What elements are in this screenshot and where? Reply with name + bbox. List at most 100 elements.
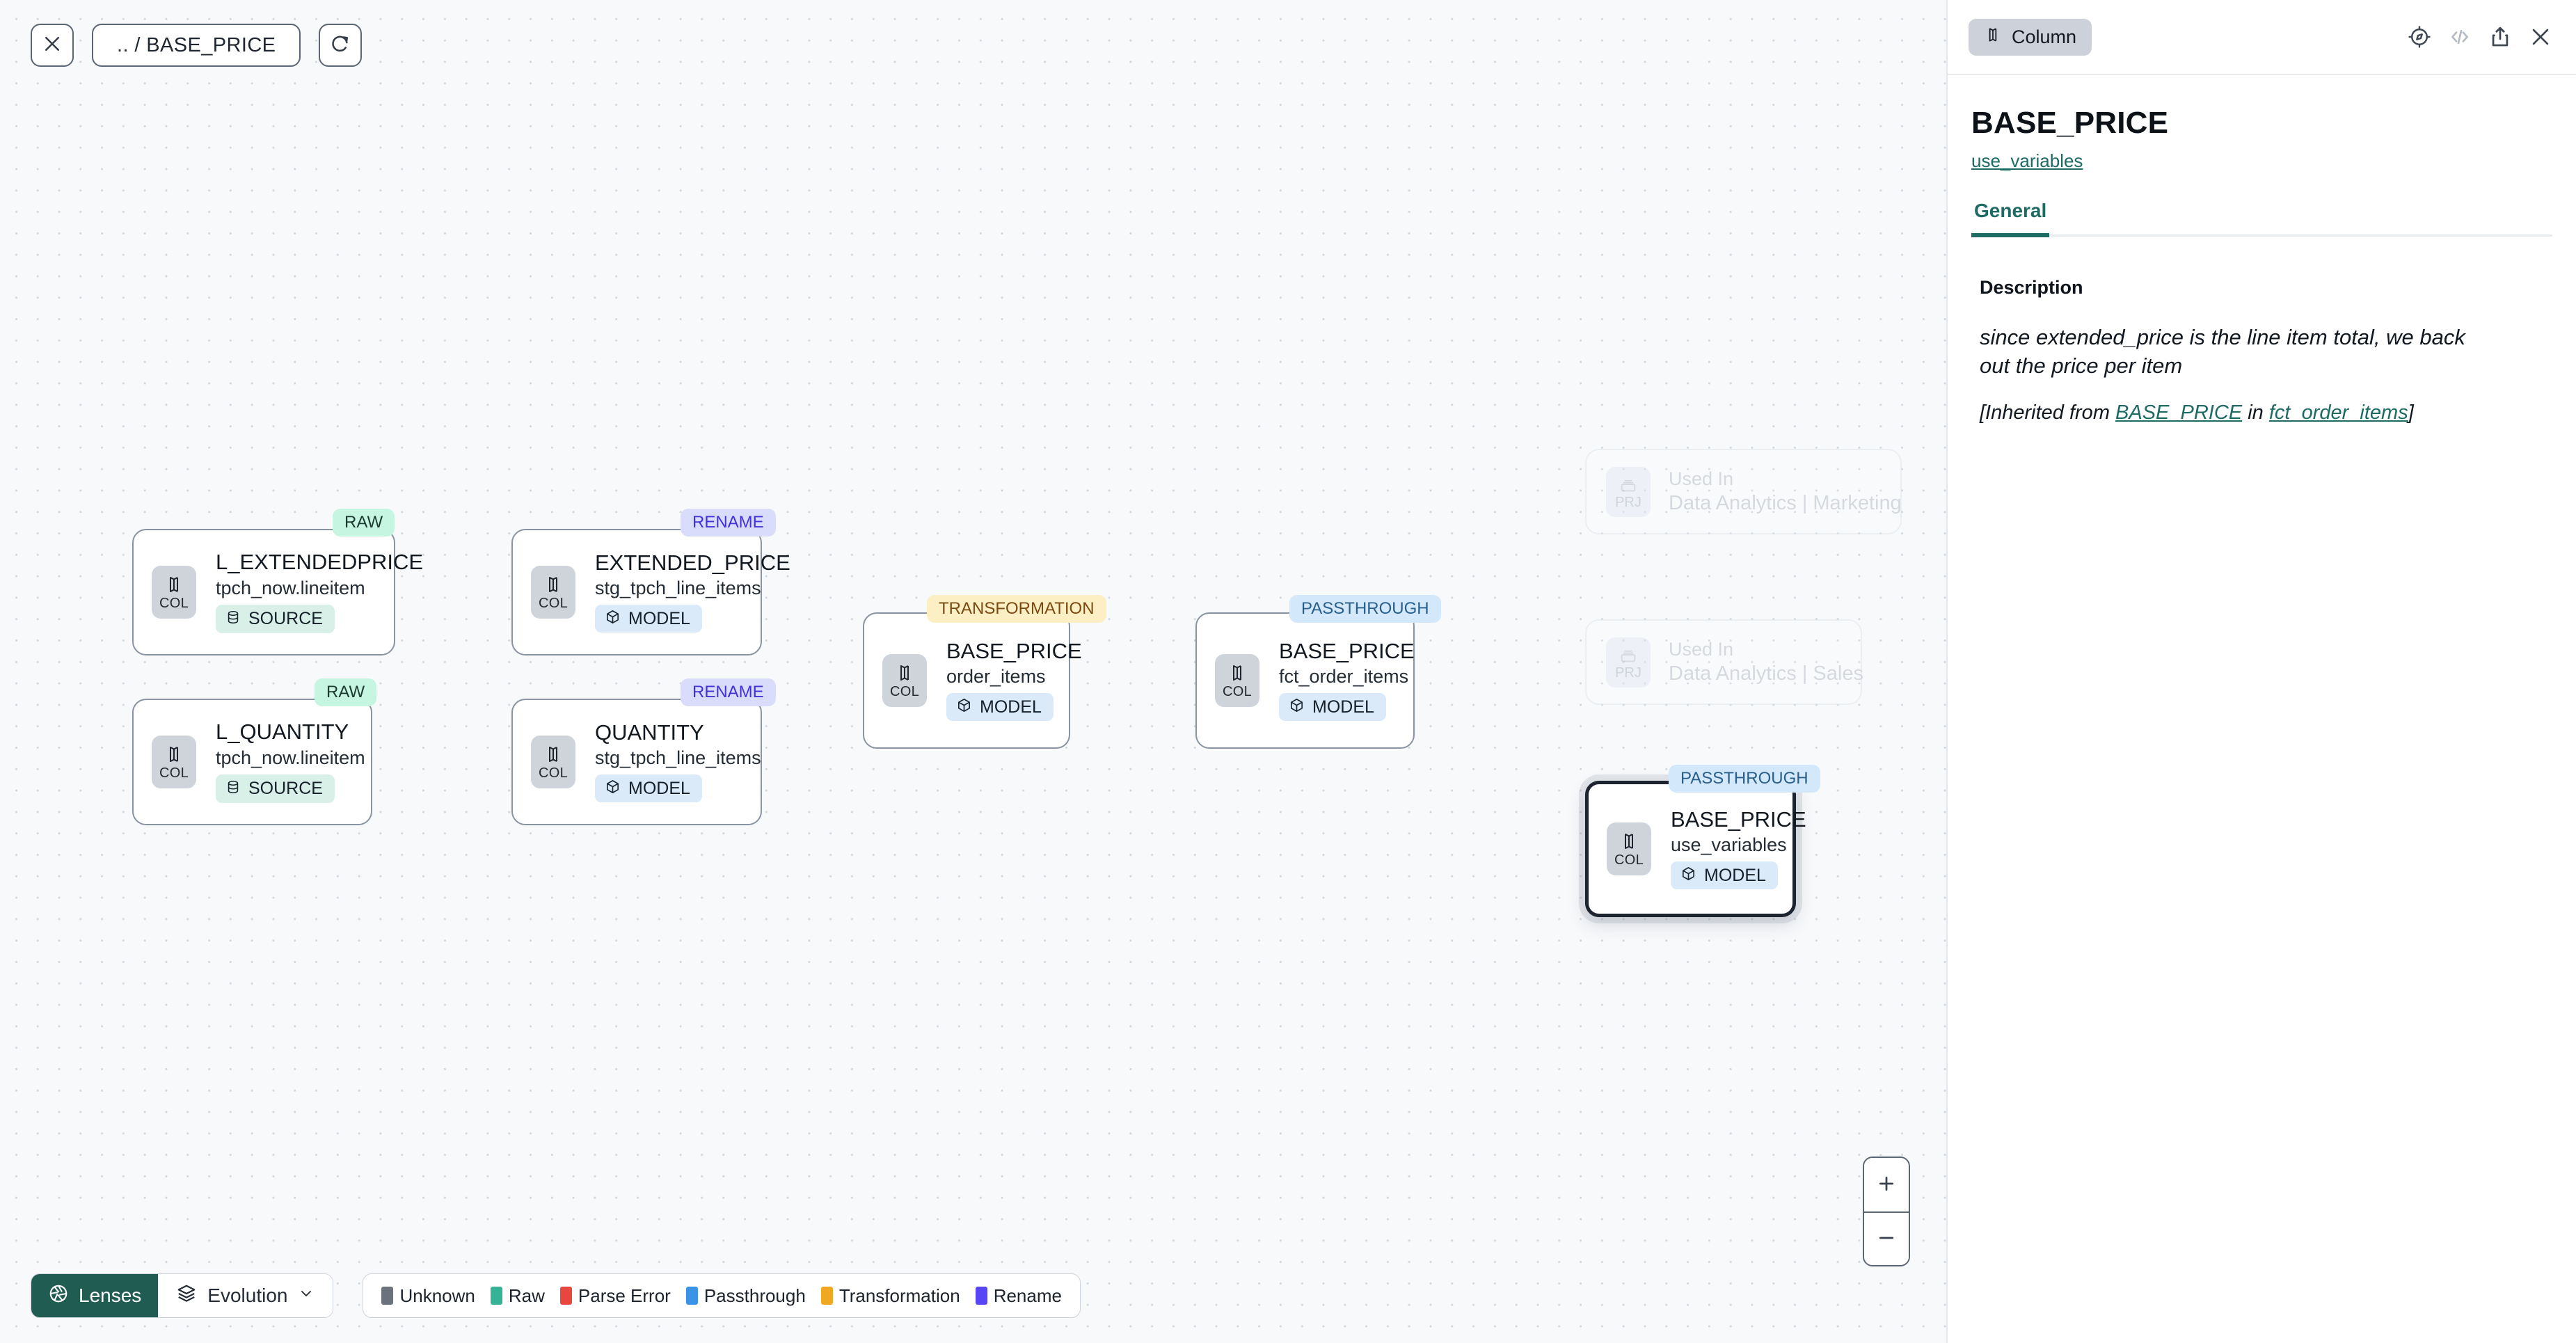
lineage-node-l-extendedprice[interactable]: COL L_EXTENDEDPRICE tpch_now.lineitem SO… [132, 529, 423, 655]
node-kind-label: SOURCE [248, 608, 323, 628]
lineage-node-base-price-use-variables-selected[interactable]: COL BASE_PRICE use_variables MODEL [1585, 781, 1806, 917]
chevron-down-icon [298, 1285, 315, 1307]
lineage-node-extended-price[interactable]: COL EXTENDED_PRICE stg_tpch_line_items M… [511, 529, 790, 655]
node-badge-passthrough: PASSTHROUGH [1669, 765, 1820, 793]
refresh-icon [330, 33, 351, 58]
project-icon: PRJ [1606, 466, 1651, 517]
legend-swatch [559, 1287, 572, 1305]
breadcrumb-path-button[interactable]: .. / BASE_PRICE [92, 24, 301, 67]
node-subtitle: tpch_now.lineitem [216, 747, 365, 768]
node-badge-transformation: TRANSFORMATION [927, 595, 1106, 623]
plus-icon [1876, 1173, 1897, 1196]
close-icon[interactable] [2529, 25, 2552, 49]
column-icon-label: COL [159, 765, 189, 781]
node-badge-raw: RAW [315, 678, 377, 706]
node-subtitle: stg_tpch_line_items [595, 747, 761, 769]
inherited-suffix: ] [2408, 401, 2414, 424]
node-text: EXTENDED_PRICE stg_tpch_line_items MODEL [595, 551, 790, 633]
lenses-button[interactable]: Lenses [31, 1274, 159, 1317]
node-badge-rename: RENAME [681, 678, 776, 706]
lenses-control-group: Lenses Evolution [31, 1273, 334, 1318]
node-title: QUANTITY [595, 720, 704, 745]
node-text: BASE_PRICE use_variables MODEL [1671, 806, 1806, 890]
column-icon-label: COL [538, 596, 569, 611]
canvas-bottom-toolbar: Lenses Evolution Unknown [31, 1273, 1081, 1318]
side-panel-tabs: General [1971, 200, 2552, 237]
inherited-model-link[interactable]: fct_order_items [2268, 401, 2408, 424]
used-in-card-text: Used In Data Analytics | Marketing [1669, 470, 1902, 514]
legend-label: Parse Error [578, 1285, 671, 1306]
aperture-icon [48, 1283, 69, 1309]
project-icon: PRJ [1606, 637, 1651, 688]
legend-label: Rename [993, 1285, 1062, 1306]
node-kind-label: MODEL [628, 608, 690, 628]
database-icon [225, 779, 241, 799]
code-brackets-icon[interactable] [2448, 25, 2472, 49]
column-icon: COL [1607, 823, 1651, 875]
legend-label: Passthrough [703, 1285, 806, 1306]
lineage-node-quantity[interactable]: COL QUANTITY stg_tpch_line_items MODEL [511, 699, 762, 825]
node-subtitle: fct_order_items [1279, 666, 1409, 688]
column-icon-label: COL [159, 596, 189, 611]
description-label: Description [1980, 277, 2083, 298]
inherited-column-link[interactable]: BASE_PRICE [2115, 401, 2243, 424]
node-text: QUANTITY stg_tpch_line_items MODEL [595, 720, 761, 803]
inherited-note: [Inherited from BASE_PRICE in fct_order_… [1948, 381, 2576, 427]
refresh-button[interactable] [319, 24, 363, 67]
column-icon: COL [531, 566, 575, 619]
evolution-dropdown-button[interactable]: Evolution [158, 1274, 333, 1317]
close-button[interactable] [31, 24, 74, 67]
column-icon-label: COL [889, 684, 920, 699]
side-panel-header: Column [1948, 0, 2576, 75]
zoom-in-button[interactable] [1864, 1158, 1909, 1211]
zoom-out-button[interactable] [1864, 1211, 1909, 1265]
entity-type-pill[interactable]: Column [1969, 18, 2092, 56]
lineage-node-base-price-order-items[interactable]: COL BASE_PRICE order_items MODEL [863, 612, 1082, 749]
share-icon[interactable] [2488, 25, 2512, 49]
column-icon: COL [1215, 654, 1259, 707]
breadcrumb-label: .. / BASE_PRICE [117, 33, 276, 56]
node-kind-tag: SOURCE [216, 774, 335, 803]
node-kind-label: MODEL [1312, 697, 1374, 717]
compass-icon[interactable] [2408, 25, 2431, 49]
legend-label: Transformation [838, 1285, 960, 1306]
badge-label: RAW [326, 683, 365, 701]
minus-icon [1876, 1227, 1897, 1250]
used-in-card-text: Used In Data Analytics | Sales [1669, 640, 1863, 684]
cube-icon [605, 779, 621, 798]
used-in-card[interactable]: PRJ Used In Data Analytics | Marketing [1585, 449, 1902, 534]
legend-label: Raw [508, 1285, 545, 1306]
node-kind-label: MODEL [980, 697, 1042, 717]
legend-item-parse-error: Parse Error [559, 1285, 671, 1307]
legend-swatch [975, 1287, 987, 1305]
cube-icon [1289, 697, 1305, 717]
tab-general[interactable]: General [1971, 200, 2050, 237]
node-subtitle: use_variables [1671, 834, 1787, 856]
used-in-card[interactable]: PRJ Used In Data Analytics | Sales [1585, 619, 1863, 705]
node-kind-label: MODEL [1704, 865, 1766, 885]
details-side-panel: Column [1946, 0, 2576, 1343]
lenses-label: Lenses [79, 1285, 142, 1306]
lineage-node-l-quantity[interactable]: COL L_QUANTITY tpch_now.lineitem SOURCE [132, 699, 372, 825]
node-subtitle: order_items [946, 666, 1046, 688]
legend-swatch [490, 1287, 502, 1305]
column-icon: COL [531, 736, 575, 788]
node-kind-label: SOURCE [248, 778, 323, 798]
legend-swatch [381, 1287, 394, 1305]
lineage-node-base-price-fct-order-items[interactable]: COL BASE_PRICE fct_order_items MODEL [1195, 612, 1415, 749]
entity-type-label: Column [2012, 26, 2077, 47]
badge-label: RENAME [692, 513, 764, 532]
lineage-canvas[interactable]: .. / BASE_PRICE [0, 0, 1946, 1343]
legend-swatch [685, 1287, 698, 1305]
node-badge-raw: RAW [333, 509, 395, 537]
badge-label: TRANSFORMATION [939, 599, 1095, 618]
cube-icon [1680, 866, 1696, 885]
node-kind-tag: MODEL [1671, 861, 1778, 890]
node-text: L_QUANTITY tpch_now.lineitem SOURCE [216, 720, 365, 803]
node-kind-tag: MODEL [595, 774, 702, 803]
badge-label: RENAME [692, 683, 764, 701]
description-text: since extended_price is the line item to… [1980, 325, 2465, 378]
source-model-link[interactable]: use_variables [1971, 150, 2083, 171]
used-in-project: Data Analytics | Sales [1669, 662, 1863, 685]
node-title: BASE_PRICE [1671, 806, 1806, 832]
